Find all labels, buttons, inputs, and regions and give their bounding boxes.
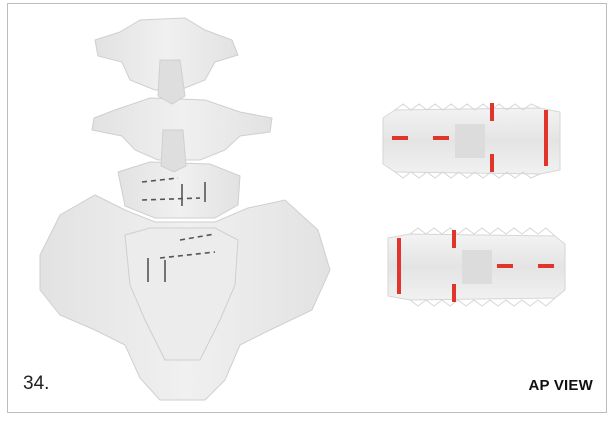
- view-label: AP VIEW: [529, 377, 593, 394]
- lumbar-spine-illustration: [40, 18, 330, 400]
- implant-top: [383, 103, 560, 178]
- figure-number: 34.: [23, 373, 49, 395]
- spinous-process-2: [161, 130, 186, 172]
- spinous-process-1: [158, 60, 185, 104]
- implant-bottom: [388, 228, 565, 306]
- implant-window: [462, 250, 492, 284]
- implant-window: [455, 124, 485, 158]
- vertebra-l5: [118, 162, 240, 218]
